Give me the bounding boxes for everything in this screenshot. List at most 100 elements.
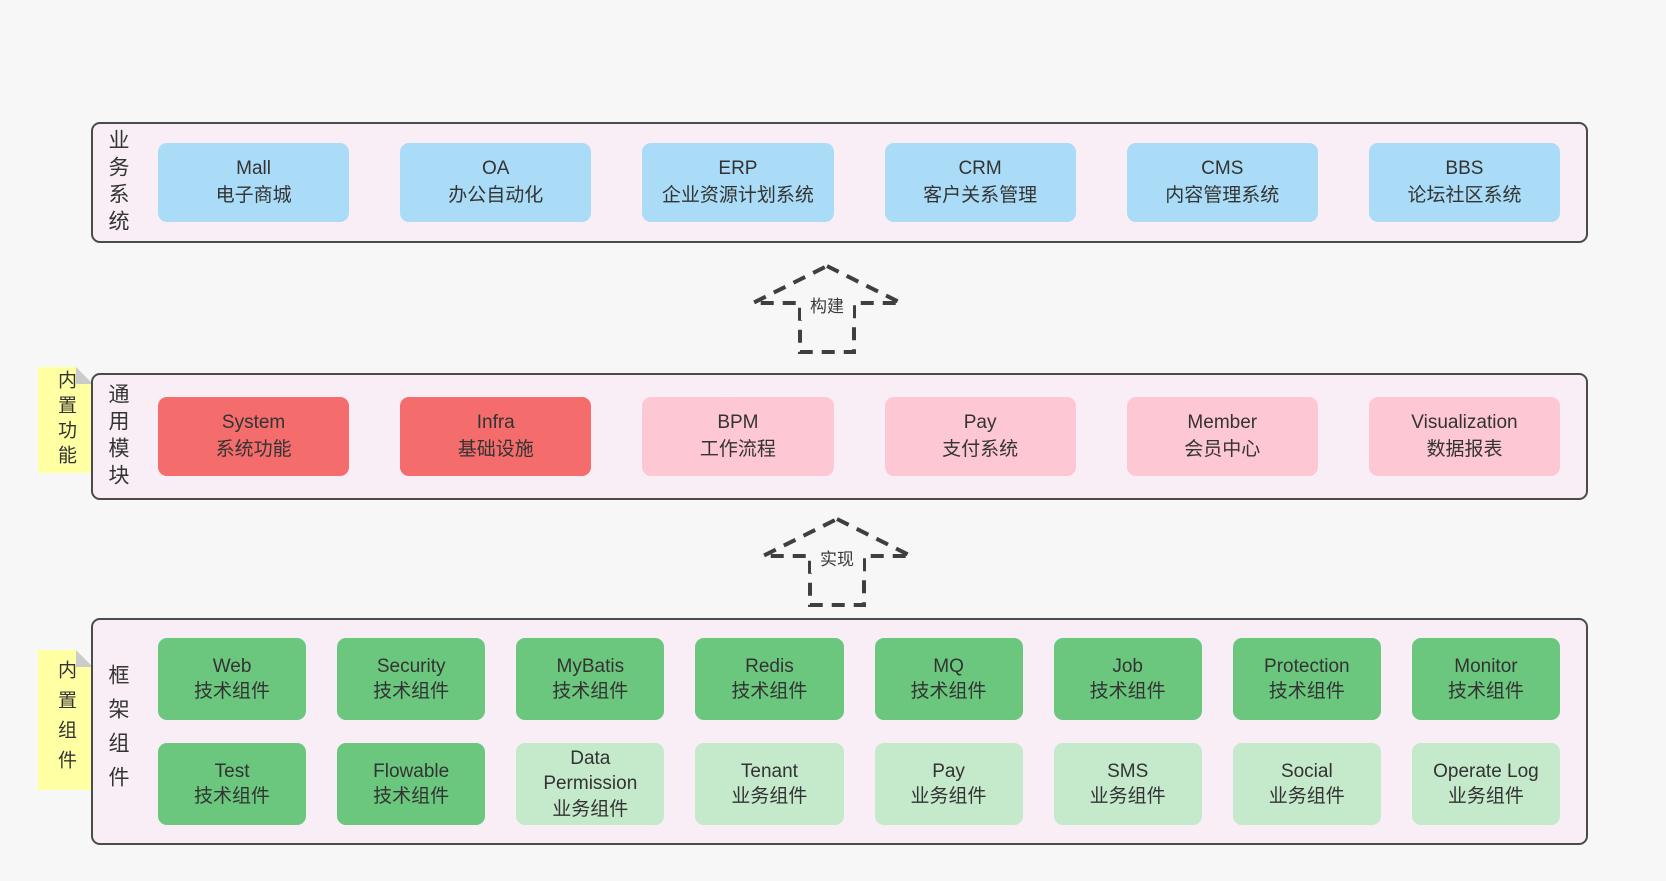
node-subtitle: 业务组件 [552, 798, 629, 820]
node-title: Security [376, 655, 446, 677]
node-title: Protection [1264, 655, 1350, 677]
node-title: ERP [718, 157, 758, 179]
node-title: Job [1112, 655, 1143, 677]
node-subtitle: 技术组件 [1447, 681, 1524, 702]
node-title: System [221, 411, 286, 433]
node-subtitle: 企业资源计划系统 [661, 184, 814, 206]
node-flowable: Flowable 技术组件 [337, 743, 486, 825]
arrow-label: 构建 [810, 297, 844, 316]
node-infra: Infra 基础设施 [400, 397, 592, 476]
node-subtitle: 电子商城 [215, 184, 292, 206]
layer-framework-components: 框架组件 Web 技术组件 Security 技术组件 MyBatis 技术组件… [91, 618, 1588, 845]
node-title: MQ [933, 655, 964, 677]
node-title: Monitor [1454, 655, 1518, 677]
node-bpm: BPM 工作流程 [642, 397, 834, 476]
node-title: CRM [958, 157, 1002, 179]
module-boxes-row: System 系统功能 Infra 基础设施 BPM 工作流程 Pay 支付系统… [128, 397, 1586, 476]
node-subtitle: 系统功能 [215, 438, 292, 460]
node-subtitle: 业务组件 [1268, 786, 1345, 807]
implement-arrow: 实现 [760, 516, 914, 608]
node-subtitle: 技术组件 [194, 786, 271, 807]
node-title: MyBatis [556, 655, 625, 677]
node-subtitle: 客户关系管理 [923, 184, 1038, 206]
node-subtitle: 内容管理系统 [1165, 184, 1280, 206]
layer-label-modules: 通用模块 [106, 382, 129, 491]
node-monitor: Monitor 技术组件 [1411, 638, 1560, 720]
node-redis: Redis 技术组件 [695, 638, 844, 720]
node-mybatis: MyBatis 技术组件 [516, 638, 665, 720]
node-security: Security 技术组件 [337, 638, 486, 720]
node-visualization: Visualization 数据报表 [1368, 397, 1561, 476]
node-subtitle: 技术组件 [552, 681, 629, 702]
node-web: Web 技术组件 [158, 638, 307, 720]
node-test: Test 技术组件 [158, 743, 307, 825]
node-oa: OA 办公自动化 [400, 143, 592, 222]
node-title: Pay [932, 760, 965, 782]
node-title: Pay [963, 411, 997, 433]
sticky-note-builtin-functions: 内置功能 [38, 367, 93, 473]
up-block-arrow-icon: 实现 [762, 516, 912, 607]
node-subtitle: 技术组件 [194, 681, 271, 702]
component-boxes-grid: Web 技术组件 Security 技术组件 MyBatis 技术组件 Redi… [128, 638, 1586, 825]
node-subtitle: 业务组件 [1447, 786, 1524, 807]
node-title: Operate Log [1433, 760, 1539, 782]
node-subtitle: 论坛社区系统 [1407, 184, 1522, 206]
node-bbs: BBS 论坛社区系统 [1368, 143, 1561, 222]
node-social: Social 业务组件 [1232, 743, 1381, 825]
node-erp: ERP 企业资源计划系统 [642, 143, 834, 222]
node-subtitle: 支付系统 [942, 438, 1019, 460]
node-title: CMS [1201, 157, 1244, 179]
node-title: BBS [1445, 157, 1484, 179]
node-title: Social [1280, 760, 1333, 782]
node-title: Mall [236, 157, 271, 179]
node-subtitle: 工作流程 [699, 438, 776, 460]
up-block-arrow-icon: 构建 [752, 263, 902, 354]
node-subtitle: 技术组件 [373, 786, 450, 807]
node-title: BPM [717, 411, 759, 433]
node-protection: Protection 技术组件 [1232, 638, 1381, 720]
node-mall: Mall 电子商城 [158, 143, 350, 222]
node-title: Member [1187, 411, 1258, 433]
node-title: Web [212, 655, 252, 677]
business-boxes-row: Mall 电子商城 OA 办公自动化 ERP 企业资源计划系统 CRM 客户关系… [128, 143, 1586, 222]
arrow-label: 实现 [820, 550, 854, 569]
node-pay-component: Pay 业务组件 [874, 743, 1023, 825]
node-member: Member 会员中心 [1126, 397, 1318, 476]
layer-business-systems: 业务系统 Mall 电子商城 OA 办公自动化 ERP 企业资源计划系统 CRM… [91, 122, 1588, 243]
node-operate-log: Operate Log 业务组件 [1411, 743, 1560, 825]
node-crm: CRM 客户关系管理 [884, 143, 1076, 222]
node-subtitle: 技术组件 [1089, 681, 1166, 702]
node-tenant: Tenant 业务组件 [695, 743, 844, 825]
node-subtitle: 数据报表 [1426, 438, 1503, 460]
node-subtitle: 业务组件 [731, 786, 808, 807]
sticky-note-builtin-components: 内置组件 [38, 650, 93, 790]
node-title: Visualization [1411, 411, 1518, 433]
node-subtitle: 办公自动化 [448, 184, 544, 206]
build-arrow: 构建 [750, 263, 904, 355]
node-title: OA [482, 157, 510, 179]
node-pay-system: Pay 支付系统 [884, 397, 1076, 476]
node-title: SMS [1107, 760, 1149, 782]
node-job: Job 技术组件 [1053, 638, 1202, 720]
note-label: 内置组件 [55, 660, 76, 780]
node-title: Test [214, 760, 250, 782]
node-subtitle: 业务组件 [1089, 786, 1166, 807]
node-subtitle: 技术组件 [1268, 681, 1345, 702]
node-title: Tenant [740, 760, 798, 782]
node-title: Redis [745, 655, 794, 677]
node-title: Flowable [373, 760, 450, 782]
node-data-permission: Data Permission 业务组件 [516, 743, 665, 825]
node-cms: CMS 内容管理系统 [1126, 143, 1318, 222]
node-mq: MQ 技术组件 [874, 638, 1023, 720]
node-title: Data Permission [543, 748, 638, 795]
node-subtitle: 技术组件 [373, 681, 450, 702]
node-subtitle: 业务组件 [910, 786, 987, 807]
node-subtitle: 会员中心 [1184, 438, 1261, 460]
layer-label-business: 业务系统 [106, 128, 129, 237]
note-label: 内置功能 [55, 370, 76, 470]
layer-label-components: 框架组件 [106, 663, 129, 800]
node-subtitle: 基础设施 [457, 438, 534, 460]
node-subtitle: 技术组件 [731, 681, 808, 702]
node-system: System 系统功能 [158, 397, 350, 476]
